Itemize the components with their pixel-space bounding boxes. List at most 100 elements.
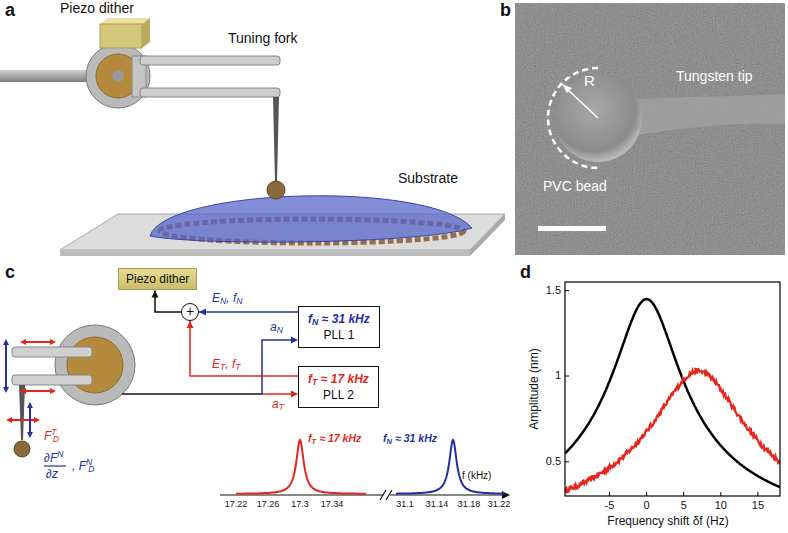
axis-title: f (kHz) [462,470,491,482]
force-label-text: N [57,449,63,459]
part-label: PVC bead [543,178,607,194]
node-text: PLL 2 [323,388,354,402]
axis-title: Amplitude (nm) [528,348,542,429]
resonance-plot [565,282,780,496]
signal-name-text: a [270,320,277,334]
tick-label: 17.3 [291,499,309,509]
peak-label-text: ≈ 31 kHz [395,432,437,444]
tick-label: 15 [752,499,764,512]
panel-letter-text: b [500,0,511,20]
tick-label: 17.22 [225,499,248,509]
piezo-block: Piezo dither [118,268,197,290]
pll-box: fN≈ 31 kHzPLL 1 [298,306,380,348]
force-label-text: D [53,434,59,444]
pll-box: fT≈ 17 kHzPLL 2 [298,366,379,408]
force-label: ∂z [46,468,58,482]
connector-line [190,321,298,376]
tick-label-text: 17.34 [321,499,344,509]
force-label: , FND [72,458,95,475]
node-text: T [312,377,317,387]
tick-label: 1 [555,369,561,382]
tick-label-text: -5 [605,499,615,511]
axis-title-text: Frequency shift δf (Hz) [607,514,728,528]
force-label: FTD [44,428,59,445]
part-label-text: Tungsten tip [676,68,753,84]
tick-label-text: 31.22 [488,499,511,509]
part-label: Tungsten tip [676,68,753,84]
signal-name-text: E [212,291,220,305]
axis-title-text: Amplitude (nm) [527,348,541,429]
node-text: f [308,372,312,386]
sem-image [515,3,785,255]
force-label-text: D [88,464,94,474]
peak-label-text: T [312,437,317,446]
node-text: ≈ 31 kHz [322,312,370,326]
connector-line [199,311,298,313]
dimension-label: R [584,72,595,89]
tick-label: 17.34 [321,499,344,509]
text-line: PLL 2 [308,388,369,402]
node-text: PLL 1 [323,328,354,342]
setup-illustration [0,18,505,256]
part-label: Tuning fork [228,30,298,46]
node-text: N [312,317,318,327]
signal-name-text: T [279,402,284,412]
signal-name: ET, fT [212,358,241,373]
tick-label: 0 [644,499,650,512]
connector [199,309,298,316]
axis-title: Frequency shift δf (Hz) [607,515,728,529]
connector [152,290,182,312]
arrowhead [187,321,194,328]
peak-label-text: f [383,432,387,444]
part-label-text: PVC bead [543,178,607,194]
tick-label: 31.22 [488,499,511,509]
arrowhead [152,290,159,297]
text-line: PLL 1 [308,328,370,342]
arrowhead [199,309,206,316]
part-label: Substrate [398,170,458,186]
tick-label: 31.18 [458,499,481,509]
part-label-text: Piezo dither [60,0,134,16]
text-line: + [182,304,198,319]
tick-label-text: 0 [644,499,650,511]
peak-label-text: N [387,437,392,446]
force-label-text: , F [72,459,86,473]
tick-label-text: 17.3 [291,499,309,509]
tick-label-text: 31.1 [396,499,414,509]
connector [187,321,299,376]
panel-letter: b [500,0,511,21]
panel-letter-text: a [5,0,15,20]
panel-letter: c [5,262,15,283]
dimension-label-text: R [584,72,595,89]
tick-label: 1.5 [546,284,561,297]
force-label-text: ∂F [44,451,57,465]
signal-name: aN [270,321,283,336]
force-label-text: ∂z [46,467,58,481]
tick-label: 0.5 [546,455,561,468]
signal-name-text: N [220,296,226,306]
signal-name-text: T [235,362,240,372]
tick-label: -5 [605,499,615,512]
force-label-text: F [44,429,51,443]
tick-label: 10 [715,499,727,512]
force-label: ∂FN [44,450,64,466]
connector-line [155,290,181,312]
signal-name-text: N [236,296,242,306]
peak-label-text: ≈ 17 kHz [319,432,361,444]
text-line: fN≈ 31 kHz [308,312,370,328]
signal-name-text: E [212,357,220,371]
axis-title-text: f (kHz) [462,470,491,481]
text-line: Piezo dither [126,272,189,286]
tick-label-text: 15 [752,499,764,511]
signal-name-text: N [277,325,283,335]
tick-label-text: 5 [681,499,687,511]
tick-label: 31.14 [426,499,449,509]
tick-label-text: 0.5 [546,455,561,467]
tick-label: 5 [681,499,687,512]
tick-label-text: 17.26 [257,499,280,509]
tick-label-text: 17.22 [225,499,248,509]
tick-label-text: 31.18 [458,499,481,509]
peak-label: fN≈ 31 kHz [383,432,437,447]
signal-name-text: , f [225,357,235,371]
